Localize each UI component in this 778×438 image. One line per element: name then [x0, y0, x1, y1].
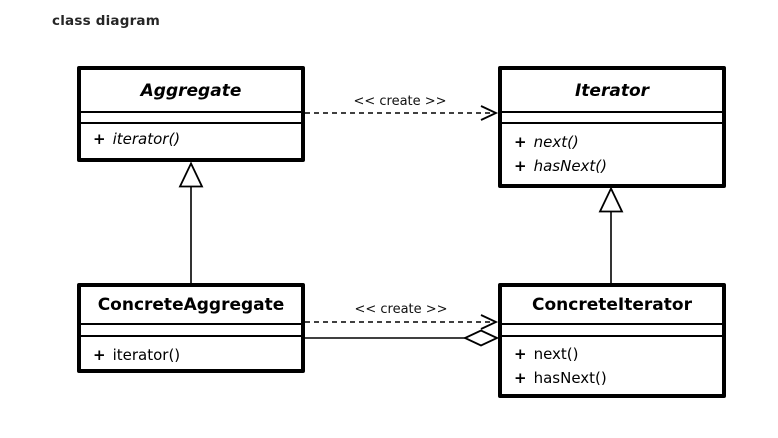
generalization-concrete-aggregate-to-aggregate — [178, 161, 204, 283]
method-visibility: + — [514, 157, 527, 175]
method-item: + hasNext() — [502, 154, 722, 178]
page-title: class diagram — [52, 13, 161, 29]
method-item: + hasNext() — [502, 366, 722, 390]
class-name-concrete-iterator: ConcreteIterator — [532, 295, 692, 315]
hollow-triangle-icon — [598, 186, 624, 213]
open-arrowhead-icon — [480, 314, 499, 330]
method-signature: iterator() — [112, 130, 181, 148]
method-item: + iterator() — [81, 344, 301, 366]
class-name-concrete-aggregate: ConcreteAggregate — [97, 295, 285, 315]
method-item: + next() — [502, 342, 722, 366]
method-visibility: + — [514, 345, 527, 363]
open-arrowhead-icon — [480, 105, 499, 121]
attributes-compartment — [81, 111, 301, 124]
class-box-aggregate: Aggregate + iterator() — [77, 66, 305, 162]
method-signature: next() — [533, 345, 579, 363]
hollow-triangle-icon — [178, 161, 204, 188]
create-stereotype-label-top: << create >> — [353, 94, 447, 109]
method-signature: hasNext() — [533, 369, 607, 387]
method-visibility: + — [514, 369, 527, 387]
generalization-concrete-iterator-to-iterator — [598, 186, 624, 283]
method-visibility: + — [514, 133, 527, 151]
methods-compartment: + iterator() — [81, 337, 301, 369]
methods-compartment: + next() + hasNext() — [502, 124, 722, 184]
class-box-iterator: Iterator + next() + hasNext() — [498, 66, 726, 188]
hollow-diamond-icon — [462, 329, 500, 347]
methods-compartment: + next() + hasNext() — [502, 337, 722, 394]
class-box-concrete-iterator: ConcreteIterator + next() + hasNext() — [498, 283, 726, 398]
class-box-concrete-aggregate: ConcreteAggregate + iterator() — [77, 283, 305, 373]
method-signature: iterator() — [112, 346, 181, 364]
method-visibility: + — [93, 130, 106, 148]
create-stereotype-label-bottom: << create >> — [354, 302, 448, 317]
method-item: + iterator() — [81, 128, 301, 150]
method-signature: next() — [533, 133, 579, 151]
method-signature: hasNext() — [533, 157, 608, 175]
class-name-aggregate: Aggregate — [140, 80, 242, 101]
methods-compartment: + iterator() — [81, 124, 301, 158]
aggregation-link-concrete-iterator-concrete-aggregate — [305, 329, 500, 347]
attributes-compartment — [502, 323, 722, 337]
attributes-compartment — [81, 323, 301, 337]
attributes-compartment — [502, 111, 722, 124]
method-item: + next() — [502, 130, 722, 154]
dependency-arrow-concrete-aggregate-to-concrete-iterator — [305, 314, 499, 330]
class-name-iterator: Iterator — [574, 80, 650, 101]
method-visibility: + — [93, 346, 106, 364]
